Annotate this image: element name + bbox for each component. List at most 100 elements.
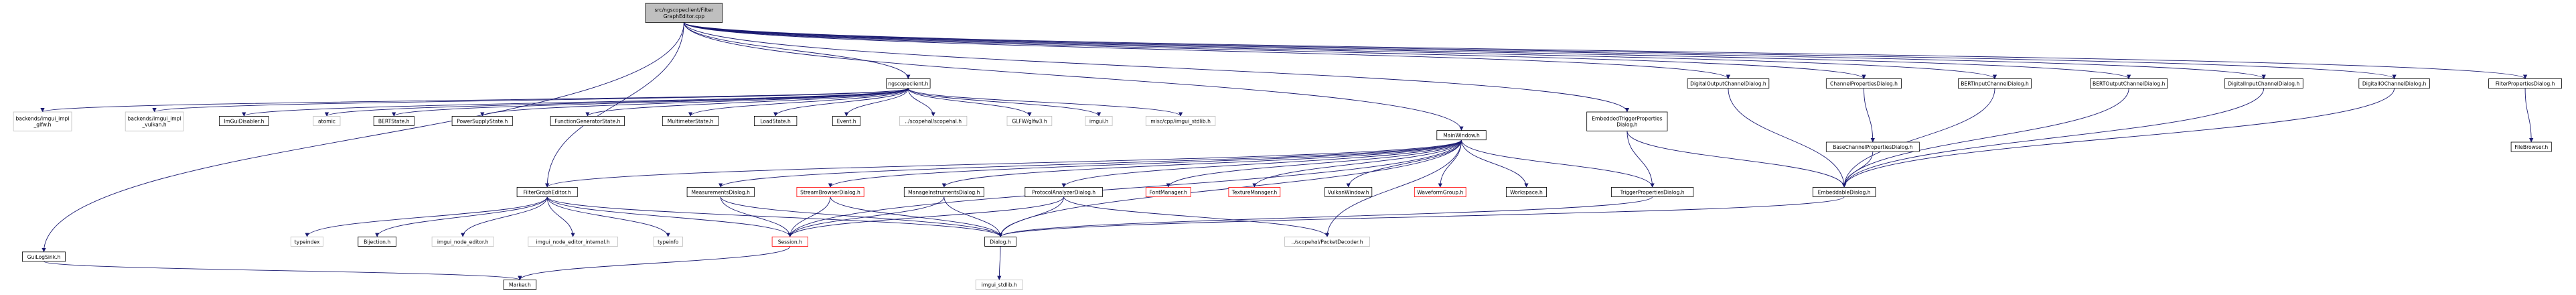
edge-ngscopeclient-to-fgenstate bbox=[585, 88, 909, 117]
node-box bbox=[1228, 186, 1281, 197]
node-label: Event.h bbox=[837, 119, 856, 125]
node-imguidisabler[interactable]: ImGuiDisabler.h bbox=[219, 115, 269, 126]
node-label: BERTState.h bbox=[378, 119, 410, 125]
node-label: EmbeddableDialog.h bbox=[1818, 190, 1871, 196]
node-box bbox=[662, 115, 719, 126]
node-box bbox=[1611, 186, 1694, 197]
edge-root-to-digin bbox=[683, 22, 2266, 79]
node-box bbox=[373, 115, 414, 126]
edge-filtergraph-to-imgui_node_editor_internal bbox=[546, 196, 575, 237]
node-measurements[interactable]: MeasurementsDialog.h bbox=[686, 186, 755, 197]
node-imgui_stdlib_misc: misc/cpp/imgui_stdlib.h bbox=[1145, 115, 1216, 126]
node-bertin[interactable]: BERTInputChannelDialog.h bbox=[1958, 78, 2032, 89]
node-box bbox=[899, 115, 968, 126]
node-label: ngscopeclient.h bbox=[888, 81, 928, 87]
node-box bbox=[2358, 78, 2430, 89]
node-guilogsink[interactable]: GuiLogSink.h bbox=[22, 251, 66, 262]
edge-embeddable-to-dialog bbox=[998, 196, 1845, 237]
node-box bbox=[1812, 186, 1876, 197]
node-label: DigitalOutputChannelDialog.h bbox=[1690, 81, 1766, 87]
edge-mainwindow-to-measurements bbox=[718, 139, 1462, 188]
node-label: imgui_node_editor_internal.h bbox=[536, 239, 609, 245]
edge-root-to-filtprop bbox=[683, 22, 2527, 79]
node-label: _glfw.h bbox=[33, 122, 51, 128]
node-bertout[interactable]: BERTOutputChannelDialog.h bbox=[2090, 78, 2168, 89]
node-marker[interactable]: Marker.h bbox=[503, 280, 537, 290]
edge-embtrig-to-trigprop bbox=[1626, 131, 1655, 188]
node-label: src/ngscopeclient/Filter bbox=[655, 7, 714, 13]
node-protoanalyzer[interactable]: ProtocolAnalyzerDialog.h bbox=[1025, 186, 1103, 197]
node-box bbox=[1586, 111, 1668, 131]
node-digout[interactable]: DigitalOutputChannelDialog.h bbox=[1687, 78, 1770, 89]
node-box bbox=[528, 236, 618, 247]
node-mainwindow[interactable]: MainWindow.h bbox=[1436, 130, 1487, 141]
node-event[interactable]: Event.h bbox=[832, 115, 861, 126]
node-label: StreamBrowserDialog.h bbox=[800, 190, 860, 196]
node-label: FilterGraphEditor.h bbox=[524, 190, 571, 196]
node-imgui_node_editor: imgui_node_editor.h bbox=[431, 236, 494, 247]
node-session[interactable]: Session.h bbox=[771, 236, 808, 247]
node-dialog[interactable]: Dialog.h bbox=[984, 236, 1016, 247]
node-box bbox=[984, 236, 1016, 247]
node-waveformgroup[interactable]: WaveformGroup.h bbox=[1414, 186, 1466, 197]
node-root[interactable]: src/ngscopeclient/FilterGraphEditor.cpp bbox=[645, 3, 723, 23]
edge-measurements-to-dialog bbox=[720, 196, 1003, 237]
node-label: misc/cpp/imgui_stdlib.h bbox=[1150, 119, 1211, 125]
node-box bbox=[1006, 115, 1053, 126]
edge-ngscopeclient-to-scopehal bbox=[907, 88, 935, 117]
edge-guilogsink-to-marker bbox=[44, 261, 522, 280]
edge-ngscopeclient-to-glfw bbox=[907, 88, 1032, 117]
edge-mainwindow-to-manageinst bbox=[941, 139, 1462, 188]
node-filebrowser[interactable]: FileBrowser.h bbox=[2510, 141, 2552, 152]
node-bijection[interactable]: Bijection.h bbox=[358, 236, 396, 247]
node-label: TriggerPropertiesDialog.h bbox=[1620, 190, 1685, 196]
edge-ngscopeclient-to-imguidisabler bbox=[242, 88, 909, 117]
node-fontmgr[interactable]: FontManager.h bbox=[1145, 186, 1191, 197]
edge-root-to-digout bbox=[683, 22, 1730, 79]
node-mmstate[interactable]: MultimeterState.h bbox=[662, 115, 719, 126]
edge-protoanalyzer-to-session bbox=[787, 196, 1065, 237]
node-typeindex: typeindex bbox=[291, 236, 323, 247]
node-bertstate[interactable]: BERTState.h bbox=[373, 115, 414, 126]
edge-filtergraph-to-bijection bbox=[375, 196, 548, 237]
node-embeddable[interactable]: EmbeddableDialog.h bbox=[1812, 186, 1876, 197]
node-basechprop[interactable]: BaseChannelPropertiesDialog.h bbox=[1825, 141, 1920, 152]
node-box bbox=[796, 186, 864, 197]
node-label: ../scopehal/PacketDecoder.h bbox=[1291, 239, 1363, 245]
edge-ngscopeclient-to-imgui_vulkan bbox=[152, 88, 909, 113]
node-box bbox=[1436, 130, 1487, 141]
node-vulkanwin[interactable]: VulkanWindow.h bbox=[1324, 186, 1373, 197]
node-box bbox=[2488, 78, 2563, 89]
edge-mainwindow-to-texturemgr bbox=[1252, 139, 1462, 188]
node-chprop[interactable]: ChannelPropertiesDialog.h bbox=[1825, 78, 1902, 89]
edge-mainwindow-to-workspace bbox=[1461, 139, 1529, 188]
node-box bbox=[550, 115, 625, 126]
edge-mainwindow-to-streambrowser bbox=[828, 139, 1462, 188]
node-filtprop[interactable]: FilterPropertiesDialog.h bbox=[2488, 78, 2563, 89]
edge-root-to-bertin bbox=[683, 22, 1997, 79]
node-label: MainWindow.h bbox=[1443, 133, 1480, 139]
node-label: FilterPropertiesDialog.h bbox=[2496, 81, 2555, 87]
node-loadstate[interactable]: LoadState.h bbox=[754, 115, 798, 126]
node-fgenstate[interactable]: FunctionGeneratorState.h bbox=[550, 115, 625, 126]
node-manageinst[interactable]: ManageInstrumentsDialog.h bbox=[903, 186, 984, 197]
node-trigprop[interactable]: TriggerPropertiesDialog.h bbox=[1611, 186, 1694, 197]
node-digin[interactable]: DigitalInputChannelDialog.h bbox=[2224, 78, 2303, 89]
node-filtergraph[interactable]: FilterGraphEditor.h bbox=[516, 186, 578, 197]
node-streambrowser[interactable]: StreamBrowserDialog.h bbox=[796, 186, 864, 197]
node-workspace[interactable]: Workspace.h bbox=[1505, 186, 1547, 197]
edge-trigprop-to-dialog bbox=[998, 196, 1653, 237]
node-psustate[interactable]: PowerSupplyState.h bbox=[451, 115, 513, 126]
node-ngscopeclient[interactable]: ngscopeclient.h bbox=[886, 78, 931, 89]
edge-filtergraph-to-dialog bbox=[546, 196, 1003, 237]
node-label: typeinfo bbox=[658, 239, 679, 245]
node-label: MeasurementsDialog.h bbox=[691, 190, 750, 196]
node-texturemgr[interactable]: TextureManager.h bbox=[1228, 186, 1281, 197]
node-label: imgui_node_editor.h bbox=[437, 239, 489, 245]
node-digio[interactable]: DigitalIOChannelDialog.h bbox=[2358, 78, 2430, 89]
edge-mainwindow-to-fontmgr bbox=[1166, 139, 1462, 188]
node-label: ../scopehal/scopehal.h bbox=[905, 119, 962, 125]
edge-session-to-marker bbox=[518, 246, 791, 280]
